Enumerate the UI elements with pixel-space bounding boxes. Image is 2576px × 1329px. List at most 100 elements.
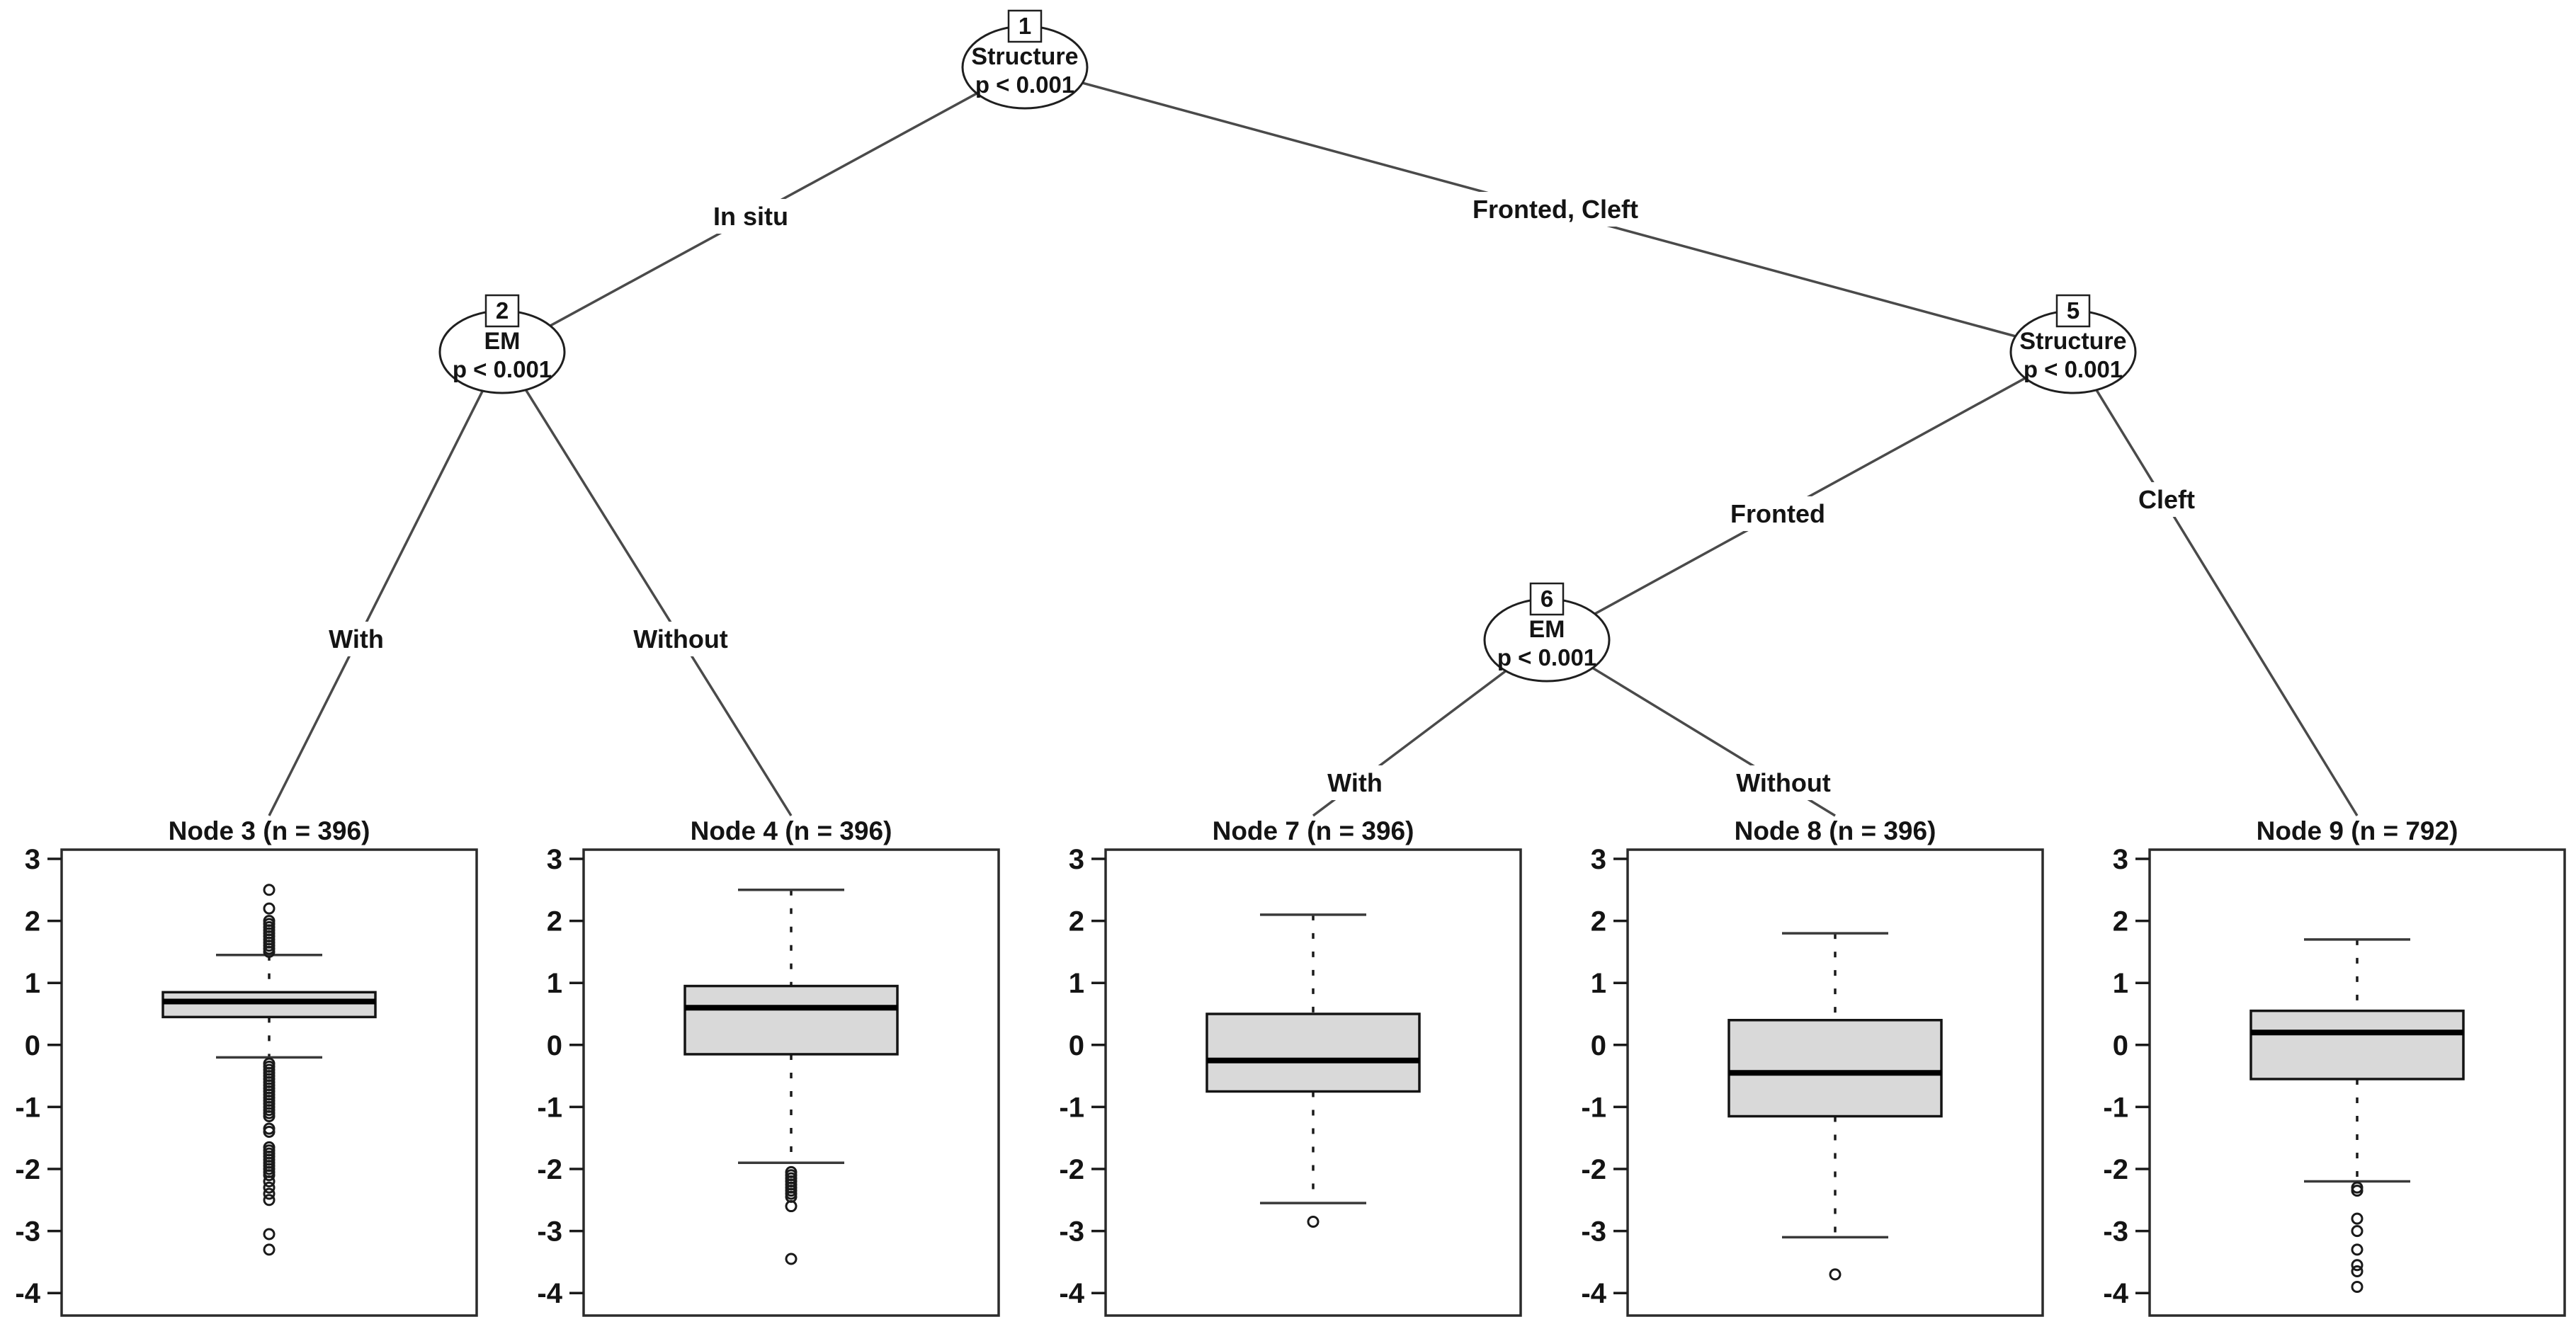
edge-label-without: Without <box>1729 765 1838 800</box>
iqr-box <box>2249 1009 2465 1080</box>
edge-label-cleft: Cleft <box>2131 482 2203 517</box>
y-tick-label: -1 <box>1581 1092 1606 1123</box>
y-tick-label: -4 <box>1581 1278 1606 1309</box>
node-split-variable: EM <box>1529 616 1565 643</box>
y-tick-label: -4 <box>537 1278 562 1309</box>
tree-edges <box>268 66 2359 817</box>
node-number: 5 <box>2067 297 2079 324</box>
y-tick-label: 2 <box>1069 906 1084 937</box>
y-tick-label: -1 <box>2103 1092 2128 1123</box>
outlier-point <box>263 1228 276 1240</box>
y-tick-label: -1 <box>1059 1092 1084 1123</box>
y-tick-label: 3 <box>25 844 40 875</box>
tree-edge-5-leaf9 <box>2072 351 2359 816</box>
edge-label-text: Without <box>633 624 728 654</box>
node-split-variable: Structure <box>971 43 1078 70</box>
panel-title: Node 8 (n = 396) <box>1735 816 1936 845</box>
boxplot-node-9 <box>2249 938 2465 1293</box>
edge-label-text: Cleft <box>2138 485 2195 514</box>
y-tick-label: 2 <box>2113 906 2128 937</box>
y-tick-label: 0 <box>1591 1030 1606 1061</box>
tree-edge-5-6 <box>1546 350 2074 641</box>
node-p-value: p < 0.001 <box>453 356 552 382</box>
y-tick-label: -3 <box>1581 1216 1606 1248</box>
edge-label-background <box>322 622 391 656</box>
edge-label-in-situ: In situ <box>706 199 795 234</box>
outlier-point <box>2351 1185 2364 1197</box>
node-number-box <box>1007 9 1043 43</box>
y-tick-label: 0 <box>1069 1030 1084 1061</box>
y-tick-label: -2 <box>2103 1154 2128 1185</box>
outlier-point <box>263 1181 276 1194</box>
tree-edge-2-leaf4 <box>501 351 793 816</box>
y-tick-label: -4 <box>15 1278 40 1309</box>
edge-label-background <box>706 199 795 234</box>
y-tick-label: -2 <box>1581 1154 1606 1185</box>
outlier-point <box>2351 1265 2364 1278</box>
y-tick-label: 2 <box>1591 906 1606 937</box>
edge-label-text: Fronted, Cleft <box>1473 195 1638 224</box>
y-tick-label: 3 <box>1591 844 1606 875</box>
y-tick-label: 1 <box>25 968 40 999</box>
iqr-box <box>1205 1013 1421 1093</box>
boxplot-node-8 <box>1727 932 1943 1281</box>
outlier-point <box>785 1253 798 1265</box>
y-tick-label: 1 <box>1069 968 1084 999</box>
y-tick-label: 1 <box>2113 968 2128 999</box>
edge-label-text: Without <box>1736 768 1831 797</box>
outlier-point <box>2351 1259 2364 1272</box>
panel-title: Node 4 (n = 396) <box>691 816 892 845</box>
outlier-point <box>263 1169 276 1182</box>
outlier-point <box>263 902 276 915</box>
y-tick-label: 3 <box>547 844 562 875</box>
outlier-point <box>2351 1225 2364 1238</box>
edge-label-background <box>1723 496 1832 531</box>
y-tick-label: 2 <box>547 906 562 937</box>
outlier-point <box>263 1110 276 1123</box>
outlier-point <box>1307 1215 1320 1228</box>
edge-label-text: In situ <box>713 202 788 231</box>
panel-title: Node 9 (n = 792) <box>2257 816 2458 845</box>
edge-label-with: With <box>322 622 391 656</box>
boxplot-node-7 <box>1205 913 1421 1228</box>
panel-title: Node 7 (n = 396) <box>1213 816 1414 845</box>
outlier-point <box>263 1125 276 1138</box>
terminal-panels: Node 3 (n = 396) 3 2 1 0 -1 -2 -3 -4 Node 4 (n = … <box>15 816 2566 1317</box>
edge-label-without: Without <box>626 622 735 656</box>
panel-title: Node 3 (n = 396) <box>169 816 370 845</box>
edge-label-fronted: Fronted <box>1723 496 1832 531</box>
y-tick-label: 0 <box>25 1030 40 1061</box>
y-tick-label: -3 <box>2103 1216 2128 1248</box>
node-number: 6 <box>1541 586 1553 612</box>
node-split-variable: Structure <box>2019 328 2126 355</box>
outlier-point <box>263 945 276 958</box>
iqr-box <box>683 984 899 1056</box>
edge-label-background <box>1729 765 1838 800</box>
node-p-value: p < 0.001 <box>975 72 1074 98</box>
y-tick-label: -4 <box>1059 1278 1084 1309</box>
y-tick-label: -2 <box>537 1154 562 1185</box>
y-tick-label: -1 <box>15 1092 40 1123</box>
node-number-box <box>1529 582 1565 616</box>
outlier-point <box>2351 1212 2364 1225</box>
tree-edge-2-leaf3 <box>268 351 504 816</box>
outlier-point <box>1829 1268 1842 1281</box>
y-tick-label: -4 <box>2103 1278 2128 1309</box>
y-tick-label: 2 <box>25 906 40 937</box>
outlier-point <box>2351 1243 2364 1256</box>
y-tick-label: -1 <box>537 1092 562 1123</box>
node-number: 2 <box>496 297 509 324</box>
outlier-point <box>263 1194 276 1207</box>
